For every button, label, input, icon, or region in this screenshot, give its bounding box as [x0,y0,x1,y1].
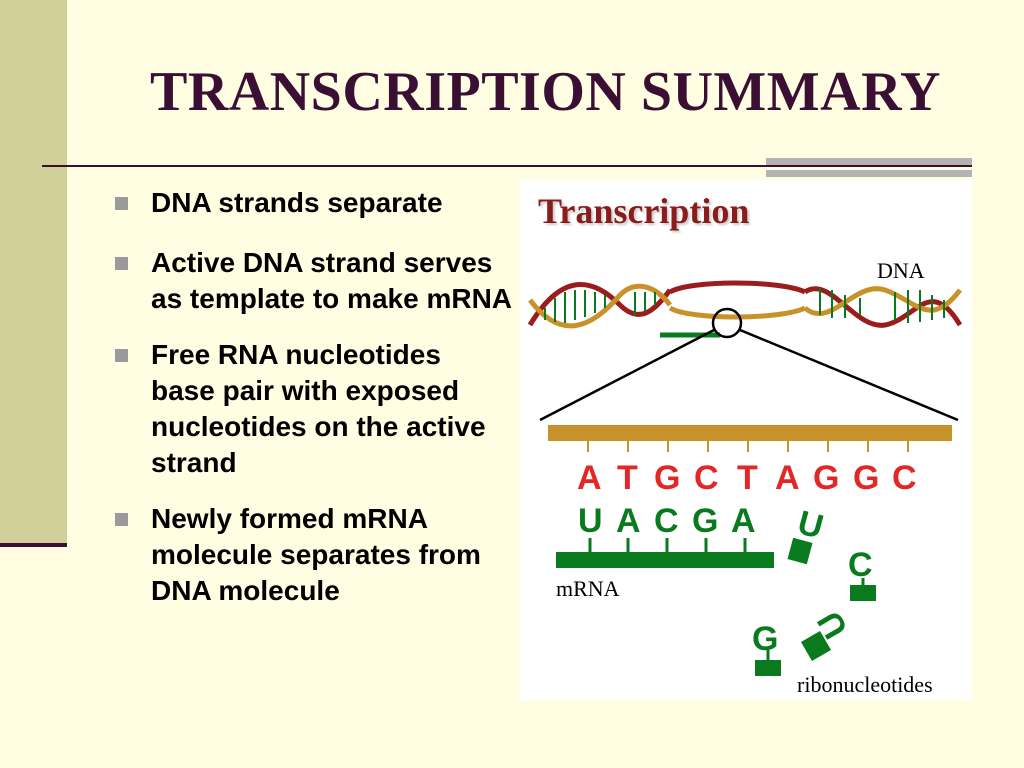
bullet-text: Active DNA strand serves as template to … [151,247,513,314]
figure-title: Transcription [538,191,750,231]
dna-base: A [577,459,602,497]
dna-template-strand [548,425,952,441]
mrna-label: mRNA [556,576,620,601]
dna-helix-icon [527,280,963,338]
dna-strand-ticks [587,441,909,452]
mrna-base: C [654,502,679,540]
bullet-text: Newly formed mRNA molecule separates fro… [151,503,481,606]
dna-base: T [617,459,638,497]
zoom-line-left [539,328,715,422]
dna-base: G [813,459,840,497]
dna-label: DNA [877,258,925,283]
title-divider [42,165,972,167]
bullet-text: Free RNA nucleotides base pair with expo… [151,339,486,478]
bullet-square-icon [115,197,128,210]
bullet-square-icon [115,513,128,526]
mrna-base: U [578,502,603,540]
mrna-strand-ticks [588,538,747,552]
zoom-circle [711,307,743,339]
transcription-figure: Transcription DNA mRNA ribonucleotides A… [520,180,972,700]
dna-base: A [775,459,800,497]
bullet-item: DNA strands separate [112,185,512,221]
bullet-item: Active DNA strand serves as template to … [112,245,512,317]
dna-base: G [853,459,880,497]
dna-base: G [654,459,681,497]
transcription-diagram [527,280,963,676]
dna-base: C [892,459,917,497]
mrna-strand [556,552,774,568]
free-base: G [752,620,779,658]
bullet-square-icon [115,257,128,270]
free-ribonucleotides [755,537,876,676]
bullet-item: Newly formed mRNA molecule separates fro… [112,501,512,609]
ribonucleotides-label: ribonucleotides [797,672,933,697]
free-base: C [848,546,873,584]
bullet-item: Free RNA nucleotides base pair with expo… [112,337,512,481]
bullet-square-icon [115,349,128,362]
left-decorative-band [0,0,67,545]
zoom-line-right [739,328,959,422]
mrna-base: G [692,502,719,540]
mrna-base: A [616,502,641,540]
bullet-list: DNA strands separate Active DNA strand s… [112,185,512,629]
title-divider-accent-top [766,158,972,165]
left-band-rule [0,543,67,547]
dna-base: T [737,459,758,497]
title-divider-accent-bottom [766,170,972,177]
bullet-text: DNA strands separate [151,187,443,218]
mrna-base: A [731,502,756,540]
dna-base: C [694,459,719,497]
slide-title: TRANSCRIPTION SUMMARY [150,61,941,123]
